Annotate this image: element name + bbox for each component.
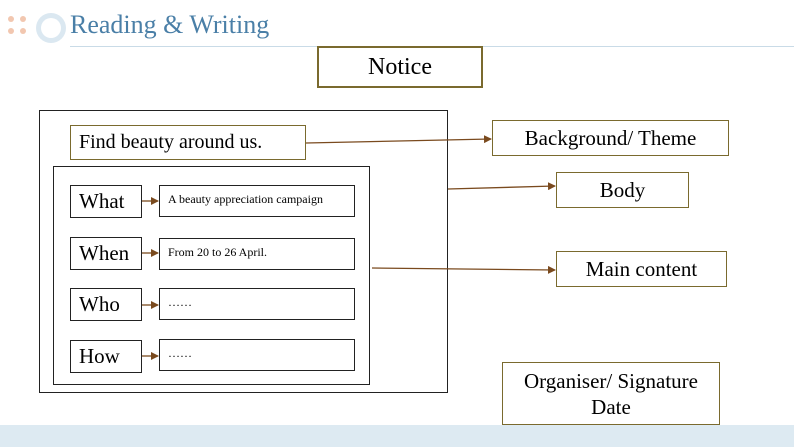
answer-when: From 20 to 26 April. bbox=[159, 238, 355, 270]
arrow-outer-to-body bbox=[447, 182, 556, 191]
page-title: Reading & Writing bbox=[70, 10, 270, 39]
question-who: Who bbox=[70, 288, 142, 321]
footer-band bbox=[0, 425, 794, 447]
question-what: What bbox=[70, 185, 142, 218]
background-theme-label: Background/ Theme bbox=[492, 120, 729, 156]
question-how: How bbox=[70, 340, 142, 373]
answer-how: …… bbox=[159, 339, 355, 371]
answer-who: …… bbox=[159, 288, 355, 320]
organiser-date-box: Organiser/ Signature Date bbox=[502, 362, 720, 425]
question-when: When bbox=[70, 237, 142, 270]
topic-box: Find beauty around us. bbox=[70, 125, 306, 160]
notice-box: Notice bbox=[317, 46, 483, 88]
decorative-ring-icon bbox=[36, 13, 66, 43]
decorative-dots-icon bbox=[8, 16, 30, 38]
date-label: Date bbox=[591, 394, 631, 419]
arrow-inner-to-main bbox=[371, 265, 556, 274]
organiser-label: Organiser/ Signature bbox=[524, 368, 698, 393]
body-label: Body bbox=[556, 172, 689, 208]
main-content-label: Main content bbox=[556, 251, 727, 287]
arrow-topic-to-background bbox=[305, 135, 492, 144]
answer-what: A beauty appreciation campaign bbox=[159, 185, 355, 217]
